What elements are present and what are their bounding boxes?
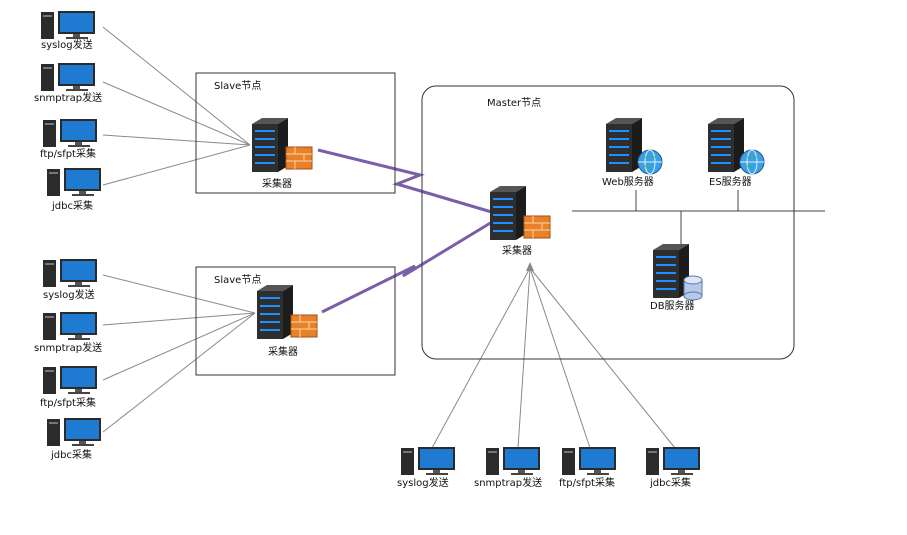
server-icon — [606, 118, 642, 172]
collector-label: 采集器 — [262, 177, 292, 190]
client-label: syslog发送 — [397, 476, 449, 489]
pc-icon — [41, 11, 95, 39]
pc-icon — [486, 447, 540, 475]
server-icon — [257, 285, 293, 339]
pc-icon — [43, 119, 97, 147]
edge-master-jdbc — [529, 267, 676, 449]
pc-icon — [562, 447, 616, 475]
server-icon — [708, 118, 744, 172]
edge-top-syslog — [102, 26, 251, 146]
client-label: jdbc采集 — [649, 476, 691, 489]
client-label: ftp/sfpt采集 — [40, 147, 96, 160]
pc-icon — [47, 168, 101, 196]
firewall-icon — [285, 146, 313, 170]
edge-bottom-ftp — [102, 312, 256, 381]
slave-node-box-bottom — [195, 266, 396, 376]
master-node-title: Master节点 — [487, 97, 541, 109]
edge-top-ftp — [102, 134, 251, 146]
arrowhead — [526, 262, 534, 271]
collector-label: 采集器 — [502, 244, 532, 257]
web-server-label: Web服务器 — [602, 175, 654, 188]
client-label: syslog发送 — [43, 288, 95, 301]
edge-bottom-snmptrap — [102, 312, 256, 326]
firewall-icon — [290, 314, 318, 338]
client-label: jdbc采集 — [50, 448, 92, 461]
slave-node-title-top: Slave节点 — [214, 80, 261, 92]
edge-bottom-syslog — [102, 274, 256, 314]
edge-master-ftp — [529, 267, 591, 449]
client-label: snmptrap发送 — [34, 91, 102, 104]
client-label: ftp/sfpt采集 — [40, 396, 96, 409]
wan-link-top — [317, 148, 496, 215]
pc-icon — [43, 312, 97, 340]
globe-icon — [637, 149, 663, 175]
pc-icon — [47, 418, 101, 446]
pc-icon — [43, 259, 97, 287]
client-label: syslog发送 — [41, 38, 93, 51]
pc-icon — [401, 447, 455, 475]
firewall-icon — [523, 215, 551, 239]
client-label: jdbc采集 — [51, 199, 93, 212]
wan-link-bottom — [321, 220, 493, 314]
collector-label: 采集器 — [268, 345, 298, 358]
connection-lines — [102, 26, 825, 449]
pc-icon — [41, 63, 95, 91]
database-icon — [683, 275, 703, 301]
client-label: snmptrap发送 — [34, 341, 102, 354]
edge-master-snmptrap — [517, 267, 531, 449]
edge-top-snmptrap — [102, 81, 251, 146]
server-icon — [252, 118, 288, 172]
es-server-label: ES服务器 — [709, 175, 752, 188]
edge-master-syslog — [431, 267, 531, 449]
edge-top-jdbc — [102, 144, 251, 186]
client-label: ftp/sfpt采集 — [559, 476, 615, 489]
db-server-label: DB服务器 — [650, 299, 695, 312]
slave-node-title-bottom: Slave节点 — [214, 274, 261, 286]
edge-bottom-jdbc — [102, 312, 256, 433]
master-node-box — [421, 85, 795, 360]
pc-icon — [43, 366, 97, 394]
globe-icon — [739, 149, 765, 175]
server-icon — [653, 244, 689, 298]
server-icon — [490, 186, 526, 240]
client-label: snmptrap发送 — [474, 476, 542, 489]
slave-node-box-top — [195, 72, 396, 194]
pc-icon — [646, 447, 700, 475]
